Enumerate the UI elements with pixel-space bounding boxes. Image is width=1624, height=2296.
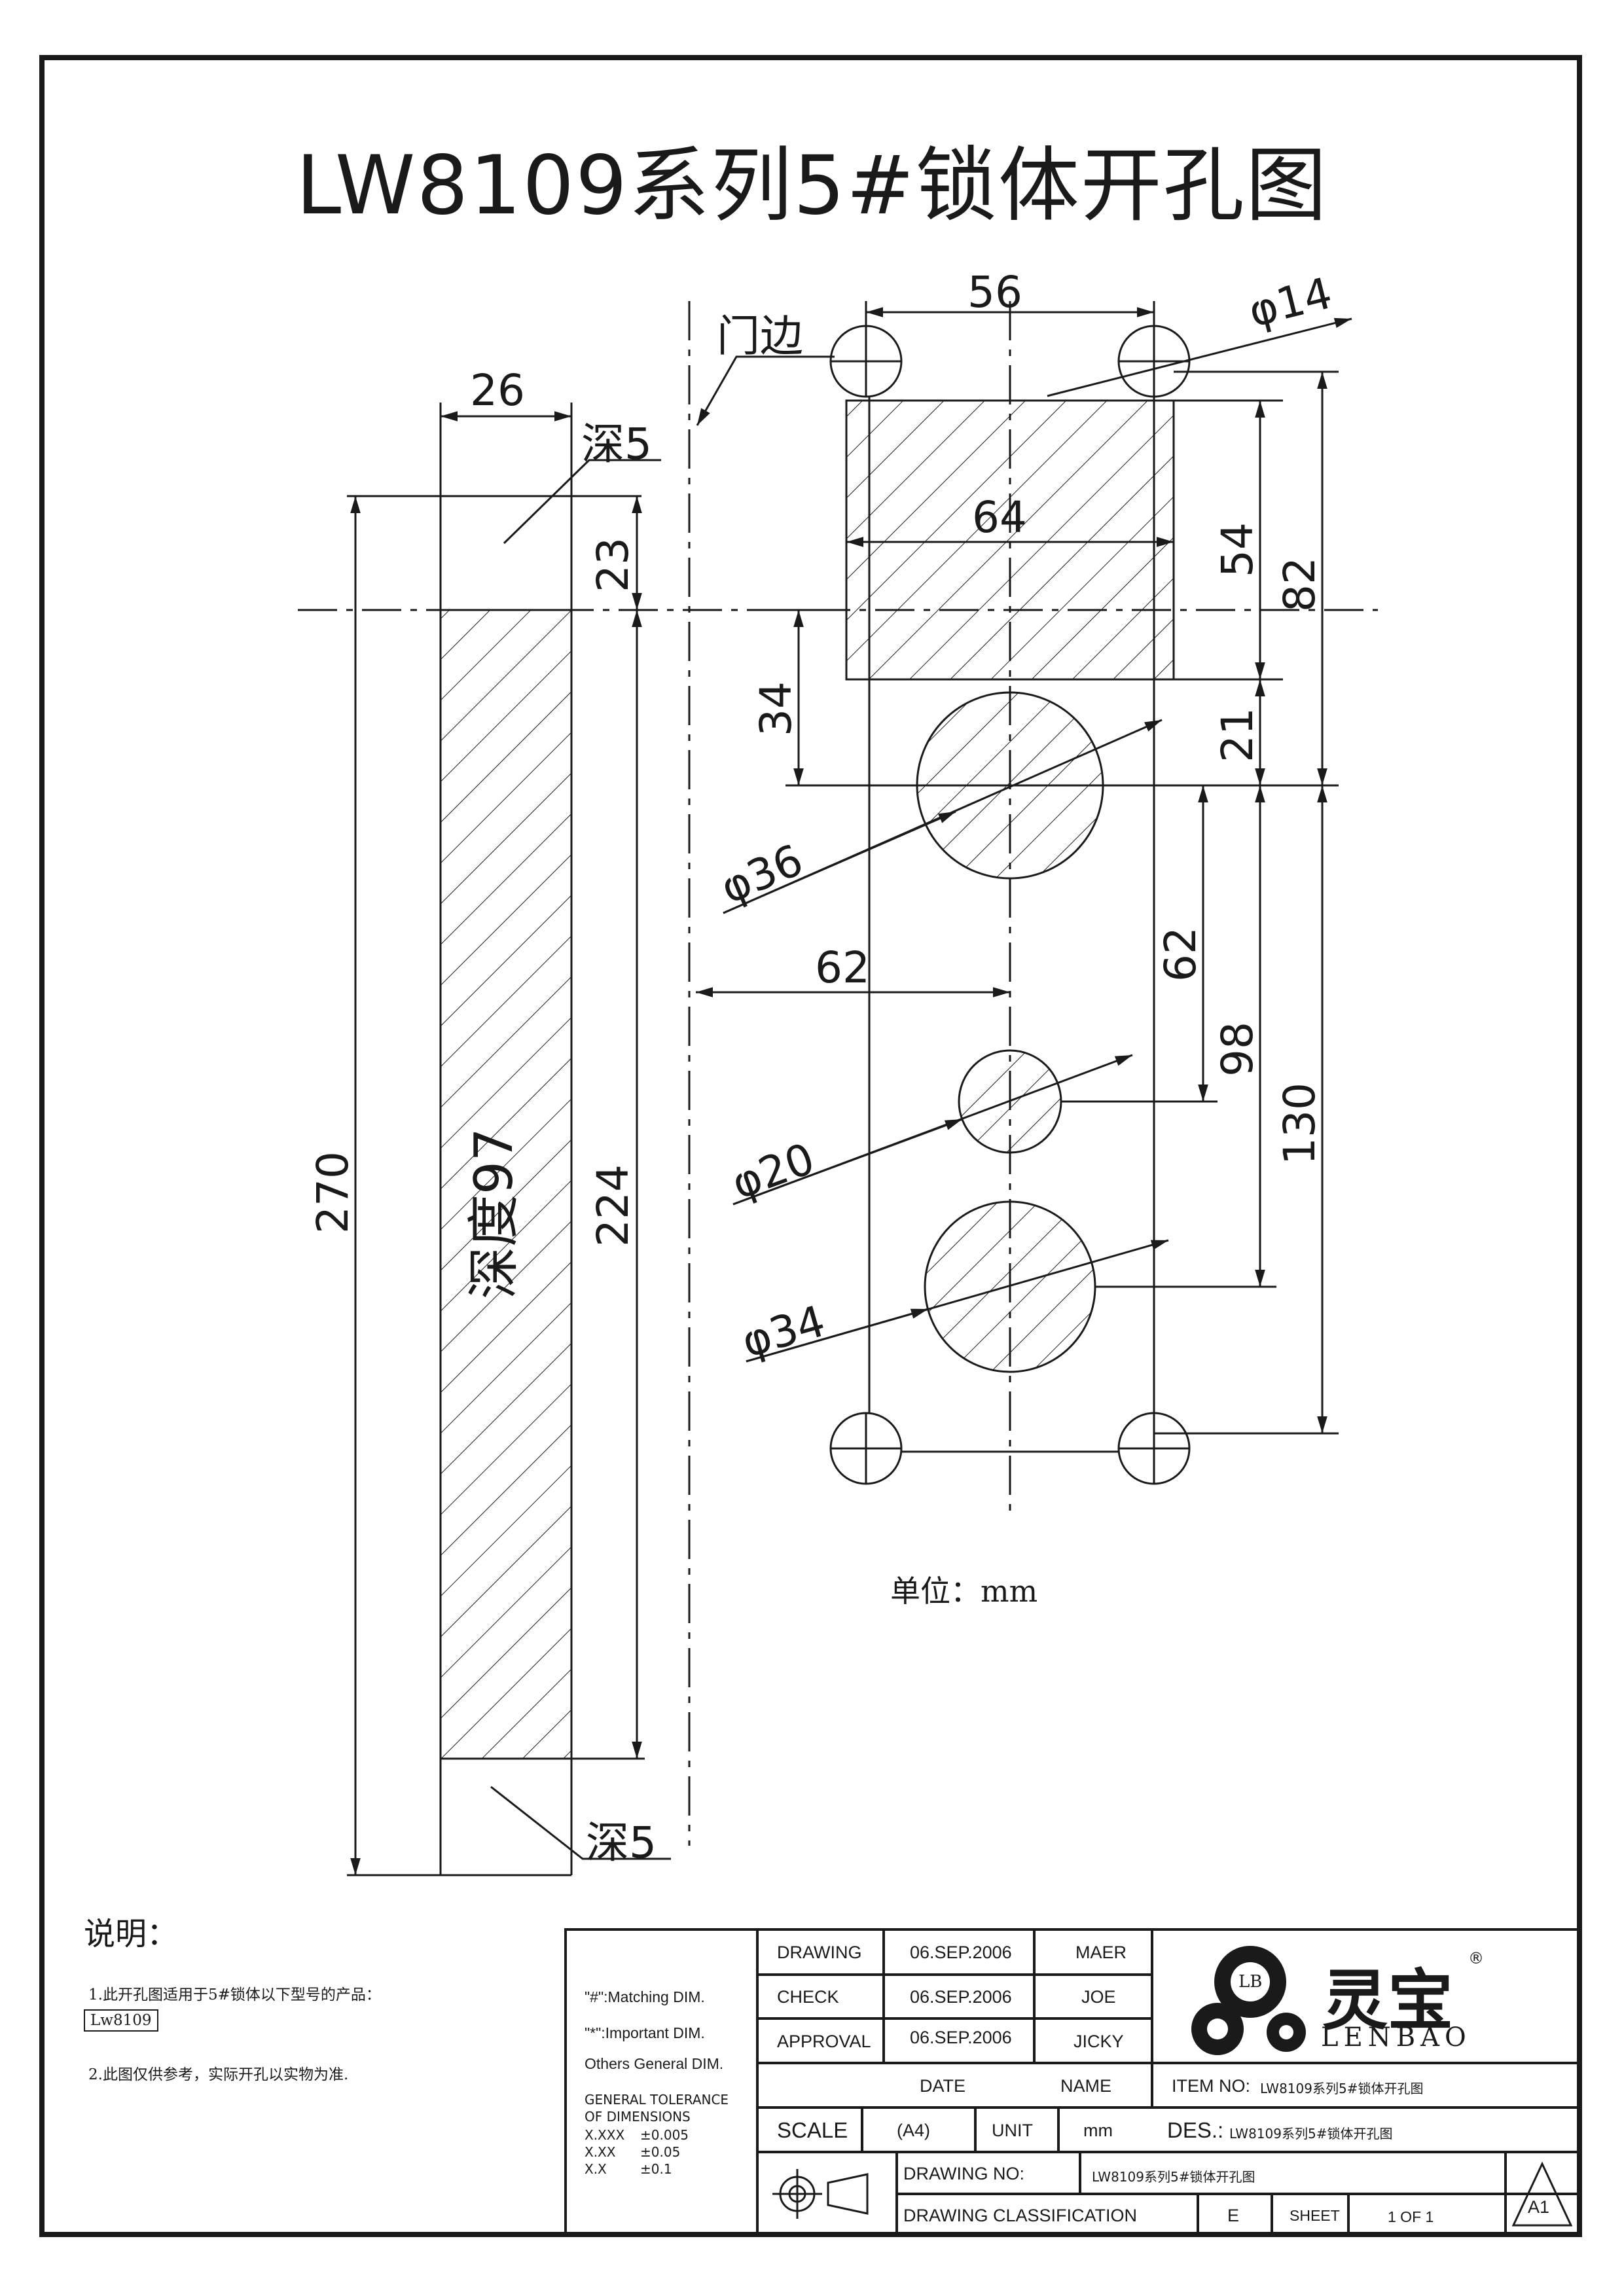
item-no-label: ITEM NO: [1172,2076,1250,2096]
page-title: LW8109系列5#锁体开孔图 [296,139,1328,233]
approval-name: JICKY [1074,2032,1124,2051]
hole-34 [924,1200,1096,1373]
logo-monogram: LB [1238,1972,1263,1992]
depth-top-label: 深5 [581,419,652,469]
dim-34-label: 34 [751,681,801,736]
lenbao-logo-icon [1191,1946,1306,2055]
unit-note: 单位：mm [890,1573,1038,1609]
dim-130-label: 130 [1274,1083,1325,1165]
des-value: LW8109系列5#锁体开孔图 [1229,2126,1393,2142]
door-edge-label: 门边 [717,311,803,361]
dia-14-leader [1047,317,1352,397]
drawing-label: DRAWING [777,1943,862,1962]
dim-62-h-label: 62 [815,942,870,993]
drawing-no-label: DRAWING NO: [903,2164,1024,2183]
notes-heading: 说明： [84,1916,179,1952]
tol-xxx-label: X.XXX [585,2127,625,2143]
dim-23-label: 23 [588,537,638,592]
drawing-no-value: LW8109系列5#锁体开孔图 [1092,2169,1255,2185]
legend-matching: "#":Matching DIM. [585,1988,705,2005]
revision-triangle-icon [1511,2161,1573,2227]
tol-x-label: X.X [585,2161,607,2177]
dim-64-label: 64 [972,492,1027,543]
dim-270-label: 270 [308,1151,358,1234]
tol-xx-value: ±0.05 [640,2144,681,2160]
scale-value: (A4) [897,2121,931,2140]
legend-important: "*":Important DIM. [585,2024,705,2041]
approval-label: APPROVAL [777,2032,871,2051]
check-label: CHECK [777,1987,839,2007]
door-edge-leader [696,355,835,426]
scale-label: SCALE [777,2118,848,2142]
tol-xx-label: X.XX [585,2144,616,2160]
note-line-2: 2.此图仅供参考，实际开孔以实物为准. [88,2066,349,2083]
unit-value: mm [1083,2121,1113,2140]
name-header: NAME [1060,2076,1112,2096]
tolerance-title-1: GENERAL TOLERANCE [585,2092,729,2108]
unit-label: UNIT [992,2121,1033,2140]
sheet-value: 1 OF 1 [1388,2208,1434,2225]
des-label: DES.: [1167,2118,1224,2142]
drawing-name: MAER [1075,1943,1127,1962]
depth-top-leader [503,459,661,545]
tol-x-value: ±0.1 [640,2161,672,2177]
classification-value: E [1227,2206,1240,2225]
dim-56-label: 56 [967,267,1022,317]
logo-chinese: 灵宝 [1322,1962,1453,2039]
approval-date: 06.SEP.2006 [910,2028,1012,2047]
dim-98-label: 98 [1212,1022,1263,1077]
check-date: 06.SEP.2006 [910,1987,1012,2007]
check-name: JOE [1081,1987,1116,2007]
revision-label: A1 [1528,2197,1550,2217]
projection-symbol-icon [772,2169,869,2219]
note-model-box: Lw8109 [84,2009,158,2032]
logo-registered: ® [1468,1949,1484,1967]
sheet-label: SHEET [1290,2207,1340,2224]
drawing-date: 06.SEP.2006 [910,1943,1012,1962]
legend-others: Others General DIM. [585,2055,724,2072]
depth-bottom-label: 深5 [586,1818,657,1868]
date-header: DATE [920,2076,966,2096]
tol-xxx-value: ±0.005 [640,2127,689,2143]
strip-hatched-area [439,609,573,1760]
depth-main-label: 深度97 [463,1128,524,1299]
dim-82-label: 82 [1274,557,1325,612]
dim-21-label: 21 [1212,708,1263,762]
dim-224-label: 224 [588,1164,638,1247]
classification-label: DRAWING CLASSIFICATION [903,2206,1138,2225]
logo-english: LENBAO [1321,2022,1471,2053]
depth-bottom-leader [490,1785,671,1860]
item-no-value: LW8109系列5#锁体开孔图 [1260,2081,1424,2096]
dim-62-v-label: 62 [1155,927,1206,982]
strip-width-label: 26 [470,365,525,416]
dim-54-label: 54 [1212,522,1263,577]
tolerance-title-2: OF DIMENSIONS [585,2109,691,2125]
title-block [564,1928,1580,2237]
note-line-1: 1.此开孔图适用于5#锁体以下型号的产品： [88,1986,381,2003]
